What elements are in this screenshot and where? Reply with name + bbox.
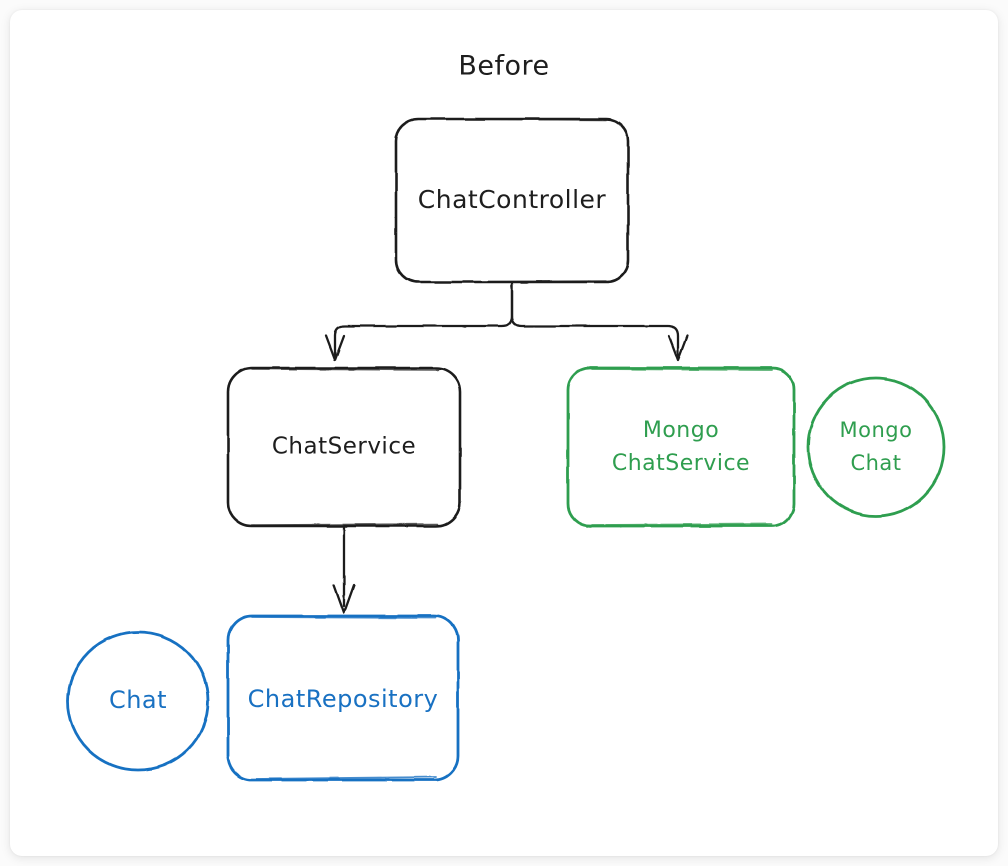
chat-service-label: ChatService [272,434,416,460]
mongo-chat-service-shape[interactable] [566,366,796,528]
chat-controller-label: ChatController [418,185,607,214]
edge-chat-service-to-chat-repository [332,526,356,615]
edge-group [324,282,689,615]
mongo-chat-service-label-line2: ChatService [612,451,750,476]
node-chat-repository[interactable]: ChatRepository [226,614,460,782]
node-mongo-chat-service[interactable]: Mongo ChatService [566,366,796,528]
mongo-chat-label-line2: Chat [850,451,901,475]
edge-controller-to-chat-service [324,282,514,362]
edge-controller-to-mongo-chat-service [510,282,689,362]
chat-repository-shape[interactable] [226,614,460,782]
node-chat[interactable]: Chat [66,630,210,772]
mongo-chat-shape[interactable] [806,376,946,518]
node-chat-service[interactable]: ChatService [226,366,462,528]
mongo-chat-service-label-line1: Mongo [643,418,719,443]
node-mongo-chat[interactable]: Mongo Chat [806,376,946,518]
chat-repository-label: ChatRepository [248,685,439,713]
mongo-chat-label-line1: Mongo [840,418,913,442]
diagram-title: Before [458,51,549,82]
chat-label: Chat [109,686,167,714]
node-chat-controller[interactable]: ChatController [394,117,630,284]
chat-shape[interactable] [66,630,210,772]
chat-service-shape[interactable] [226,366,462,528]
